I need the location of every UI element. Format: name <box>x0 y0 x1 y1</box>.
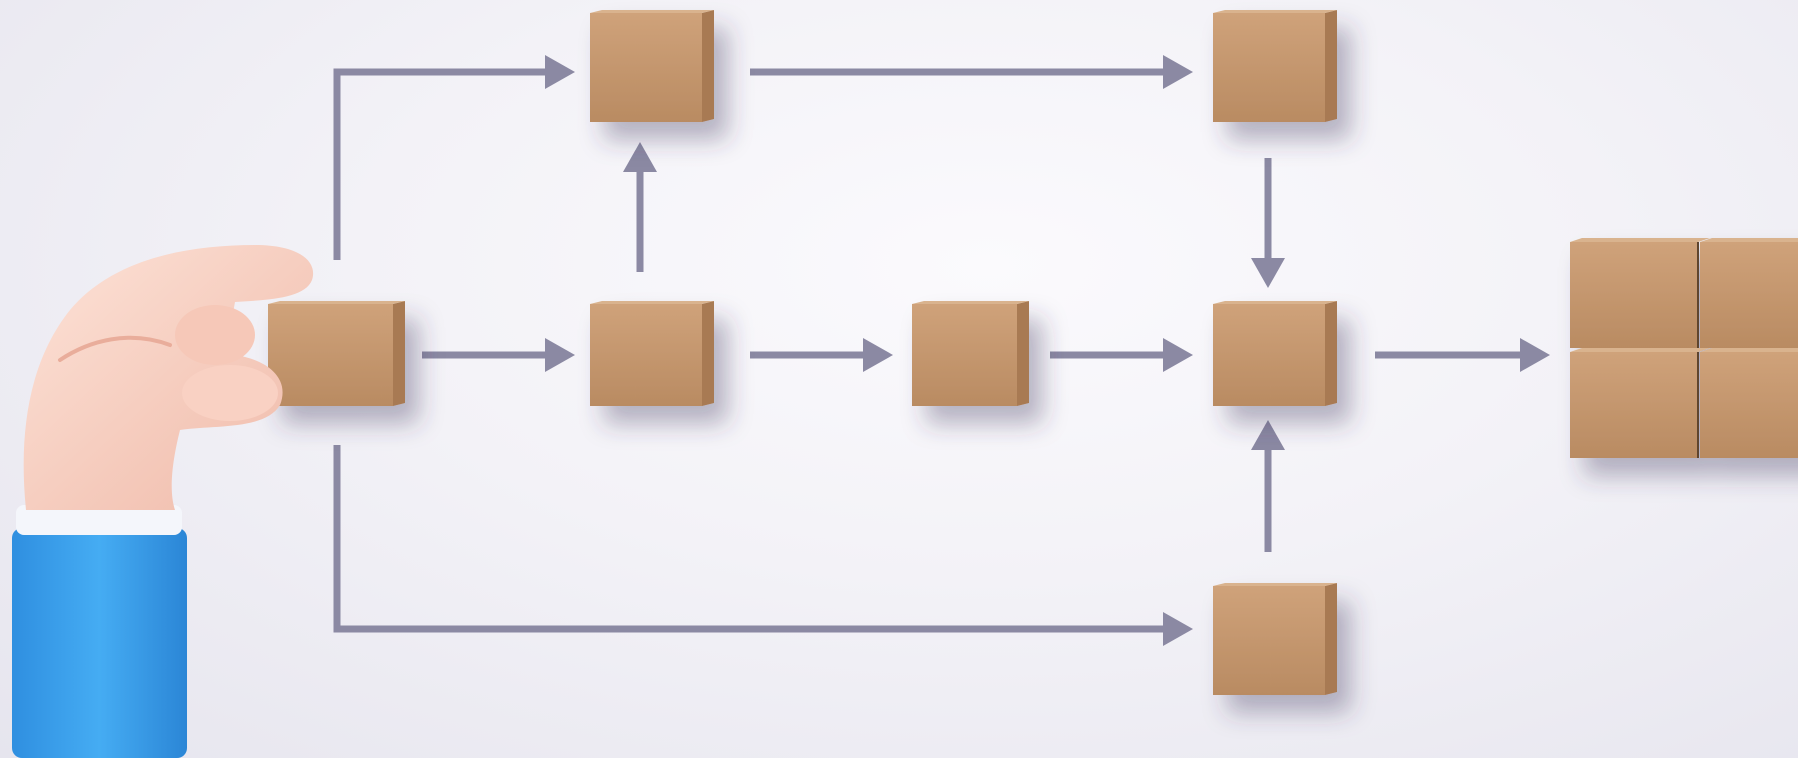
block-top-2 <box>1213 10 1337 122</box>
arrow-start-to-top <box>333 55 575 260</box>
arrows <box>333 55 1550 646</box>
arrow-icon <box>623 142 657 172</box>
block-mid-2 <box>912 301 1029 406</box>
arrow-icon <box>1163 55 1193 89</box>
block-bottom-1 <box>1213 583 1337 695</box>
arrow-mid2-to-mid3 <box>1050 338 1193 372</box>
arrow-icon <box>1251 420 1285 450</box>
arrow-icon <box>1520 338 1550 372</box>
hand-fist <box>23 245 314 510</box>
block-mid-3 <box>1213 301 1337 406</box>
arrow-icon <box>1251 258 1285 288</box>
arrow-start-to-mid1 <box>422 338 575 372</box>
block-mid-1 <box>590 301 714 406</box>
arrow-mid1-to-top1 <box>623 142 657 272</box>
cube-icon <box>1213 304 1325 406</box>
block-result-grid <box>1570 238 1798 458</box>
cuff <box>16 505 182 535</box>
arrow-bottom-to-mid3 <box>1251 420 1285 552</box>
blocks <box>268 10 1798 695</box>
arrow-top1-to-top2 <box>750 55 1193 89</box>
arrow-start-to-bottom <box>333 445 1193 646</box>
hand-icon <box>12 245 314 758</box>
cube-icon <box>268 304 393 406</box>
cube-icon <box>1570 352 1698 458</box>
block-start <box>268 301 405 406</box>
cube-icon <box>1213 13 1325 122</box>
arrow-icon <box>545 55 575 89</box>
arrow-icon <box>1163 338 1193 372</box>
thumb <box>182 365 278 421</box>
sleeve <box>12 528 187 758</box>
cube-icon <box>912 304 1017 406</box>
block-top-1 <box>590 10 714 122</box>
arrow-icon <box>1163 612 1193 646</box>
cube-icon <box>590 304 702 406</box>
arrow-top2-to-mid3 <box>1251 158 1285 288</box>
cube-icon <box>1570 242 1698 348</box>
arrow-icon <box>545 338 575 372</box>
arrow-mid3-to-result <box>1375 338 1550 372</box>
arrow-mid1-to-mid2 <box>750 338 893 372</box>
cube-icon <box>1213 586 1325 695</box>
finger <box>175 305 255 365</box>
cube-icon <box>590 13 702 122</box>
cube-icon <box>1700 242 1798 348</box>
arrow-icon <box>863 338 893 372</box>
cube-icon <box>1700 352 1798 458</box>
